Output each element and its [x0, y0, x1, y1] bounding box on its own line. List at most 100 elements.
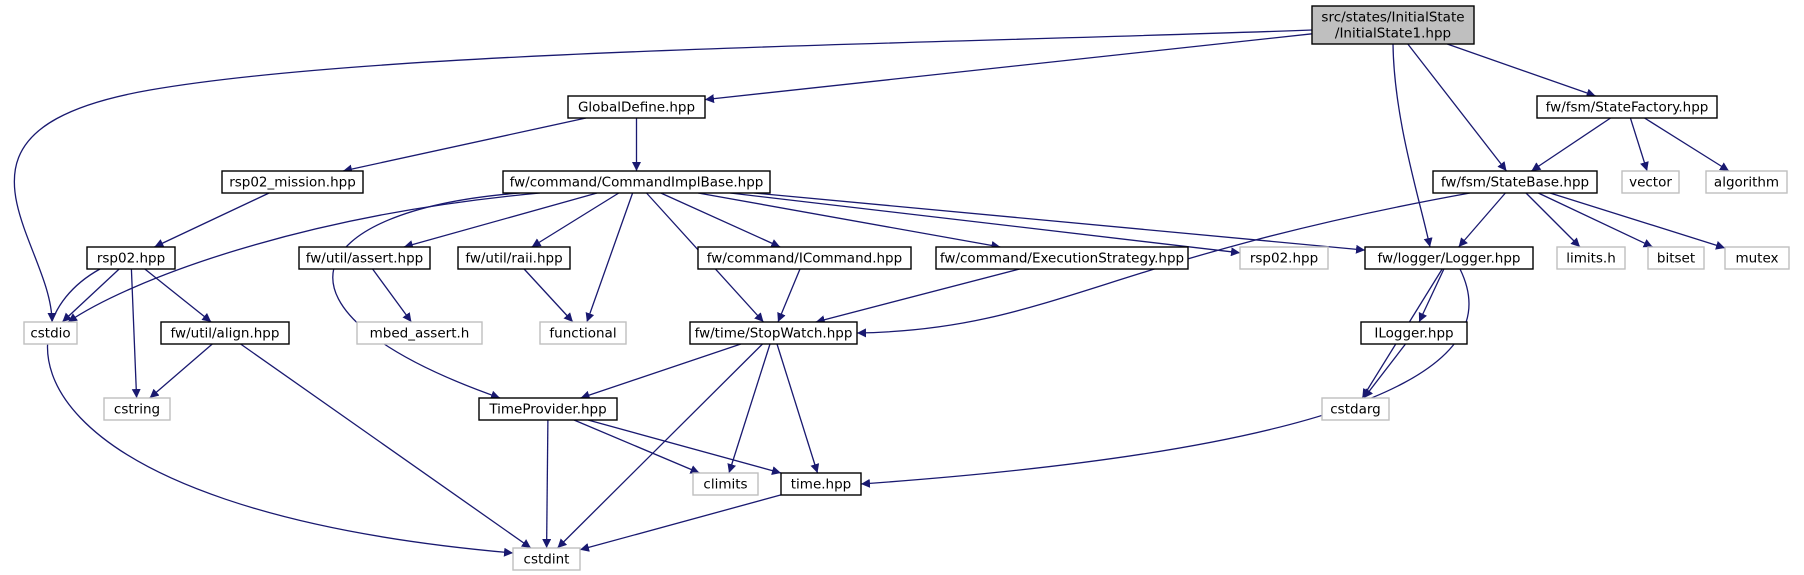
node-label-ilogger: ILogger.hpp — [1374, 326, 1453, 342]
node-box-statefactory — [1536, 95, 1718, 119]
edge-root-to-cstdio — [13, 29, 1313, 323]
node-label-stopwatch: fw/time/StopWatch.hpp — [695, 326, 853, 342]
node-label-cstdio: cstdio — [30, 326, 70, 342]
node-mbedassert: mbed_assert.h — [356, 321, 483, 345]
edge-timeprovider-to-climits — [573, 419, 700, 474]
node-box-timehpp — [780, 472, 862, 496]
node-label-climits: climits — [703, 477, 747, 493]
node-rsp02[interactable]: rsp02.hpp — [86, 246, 176, 270]
node-bitset: bitset — [1647, 246, 1705, 270]
node-label-root: /InitialState1.hpp — [1335, 26, 1451, 42]
edge-rsp02mission-to-rsp02 — [154, 192, 270, 248]
edge-raii-to-functional — [523, 268, 574, 323]
node-stopwatch[interactable]: fw/time/StopWatch.hpp — [689, 321, 858, 345]
node-label-execstrategy: fw/command/ExecutionStrategy.hpp — [940, 251, 1184, 267]
node-box-mbedassert — [356, 321, 483, 345]
node-box-timeprovider — [478, 397, 618, 421]
node-label-commandimplbase: fw/command/CommandImplBase.hpp — [510, 175, 764, 191]
node-globaldefine[interactable]: GlobalDefine.hpp — [567, 95, 706, 119]
node-box-mutex — [1724, 246, 1790, 270]
edge-logger-to-timehpp — [860, 268, 1470, 488]
node-box-algorithm — [1705, 170, 1788, 194]
node-label-align: fw/util/align.hpp — [171, 326, 280, 342]
node-label-globaldefine: GlobalDefine.hpp — [578, 100, 695, 116]
node-label-rsp02mission: rsp02_mission.hpp — [229, 175, 356, 191]
node-label-bitset: bitset — [1657, 251, 1695, 267]
node-label-assert: fw/util/assert.hpp — [306, 251, 423, 267]
node-label-functional: functional — [549, 326, 616, 342]
edge-root-to-statebase — [1407, 43, 1508, 172]
node-box-align — [160, 321, 290, 345]
node-box-rsp02mission — [221, 170, 364, 194]
node-root[interactable]: src/states/InitialState/InitialState1.hp… — [1311, 5, 1475, 45]
node-label-cstdarg: cstdarg — [1330, 402, 1380, 418]
node-label-algorithm: algorithm — [1714, 175, 1779, 191]
edge-rsp02-to-cstring — [130, 268, 141, 399]
node-cstdarg: cstdarg — [1321, 397, 1390, 421]
edge-align-to-cstdint — [240, 343, 532, 549]
node-box-cstdio — [23, 321, 78, 345]
node-box-functional — [539, 321, 627, 345]
node-cstring: cstring — [103, 397, 171, 421]
node-label-statebase: fw/fsm/StateBase.hpp — [1441, 175, 1589, 191]
node-rsp02mission[interactable]: rsp02_mission.hpp — [221, 170, 364, 194]
node-box-cstdint — [512, 547, 581, 571]
node-statebase[interactable]: fw/fsm/StateBase.hpp — [1432, 170, 1598, 194]
edge-statefactory-to-vector — [1629, 117, 1649, 172]
node-icommand[interactable]: fw/command/ICommand.hpp — [697, 246, 912, 270]
edge-commandimplbase-to-assert — [403, 192, 598, 249]
edge-stopwatch-to-timeprovider — [580, 343, 742, 400]
node-label-vector: vector — [1629, 175, 1672, 191]
node-raii[interactable]: fw/util/raii.hpp — [457, 246, 571, 270]
node-label-cstdint: cstdint — [524, 552, 570, 568]
node-label-statefactory: fw/fsm/StateFactory.hpp — [1546, 100, 1709, 116]
edge-globaldefine-to-rsp02mission — [342, 117, 587, 174]
edge-root-to-globaldefine — [704, 33, 1313, 104]
edge-commandimplbase-to-icommand — [660, 192, 781, 248]
edges-layer — [13, 29, 1730, 557]
edge-commandimplbase-to-functional — [585, 192, 634, 323]
node-box-bitset — [1647, 246, 1705, 270]
node-box-ilogger — [1360, 321, 1468, 345]
node-timeprovider[interactable]: TimeProvider.hpp — [478, 397, 618, 421]
node-functional: functional — [539, 321, 627, 345]
node-algorithm: algorithm — [1705, 170, 1788, 194]
node-box-commandimplbase — [502, 170, 771, 194]
edge-rsp02-to-cstdint — [47, 268, 514, 557]
edge-statefactory-to-algorithm — [1644, 117, 1730, 172]
edge-statebase-to-logger — [1458, 192, 1506, 248]
node-label-limits: limits.h — [1566, 251, 1616, 267]
edge-commandimplbase-to-cstdio — [67, 192, 541, 323]
node-box-rsp02 — [86, 246, 176, 270]
edge-statebase-to-mutex — [1549, 192, 1726, 250]
edge-commandimplbase-to-raii — [531, 192, 620, 248]
node-align[interactable]: fw/util/align.hpp — [160, 321, 290, 345]
node-mutex: mutex — [1724, 246, 1790, 270]
edge-commandimplbase-to-execstrategy — [697, 192, 1001, 250]
node-box-limits — [1556, 246, 1626, 270]
node-box-cstring — [103, 397, 171, 421]
node-box-statebase — [1432, 170, 1598, 194]
node-statefactory[interactable]: fw/fsm/StateFactory.hpp — [1536, 95, 1718, 119]
node-logger[interactable]: fw/logger/Logger.hpp — [1364, 246, 1534, 270]
node-box-climits — [692, 472, 759, 496]
edge-commandimplbase-to-timeprovider — [332, 192, 521, 400]
node-box-icommand — [697, 246, 912, 270]
edge-timehpp-to-cstdint — [579, 494, 782, 552]
node-box-cstdarg — [1321, 397, 1390, 421]
edge-statebase-to-bitset — [1538, 192, 1653, 248]
node-box-raii — [457, 246, 571, 270]
node-timehpp[interactable]: time.hpp — [780, 472, 862, 496]
edge-root-to-logger — [1392, 43, 1433, 248]
node-box-logger — [1364, 246, 1534, 270]
node-label-rsp02: rsp02.hpp — [97, 251, 165, 267]
node-vector: vector — [1621, 170, 1680, 194]
edge-rsp02-to-cstdio — [61, 268, 120, 323]
node-execstrategy[interactable]: fw/command/ExecutionStrategy.hpp — [935, 246, 1189, 270]
node-commandimplbase[interactable]: fw/command/CommandImplBase.hpp — [502, 170, 771, 194]
node-ilogger[interactable]: ILogger.hpp — [1360, 321, 1468, 345]
node-assert[interactable]: fw/util/assert.hpp — [298, 246, 431, 270]
edge-logger-to-ilogger — [1418, 268, 1445, 323]
node-label-mutex: mutex — [1735, 251, 1778, 267]
